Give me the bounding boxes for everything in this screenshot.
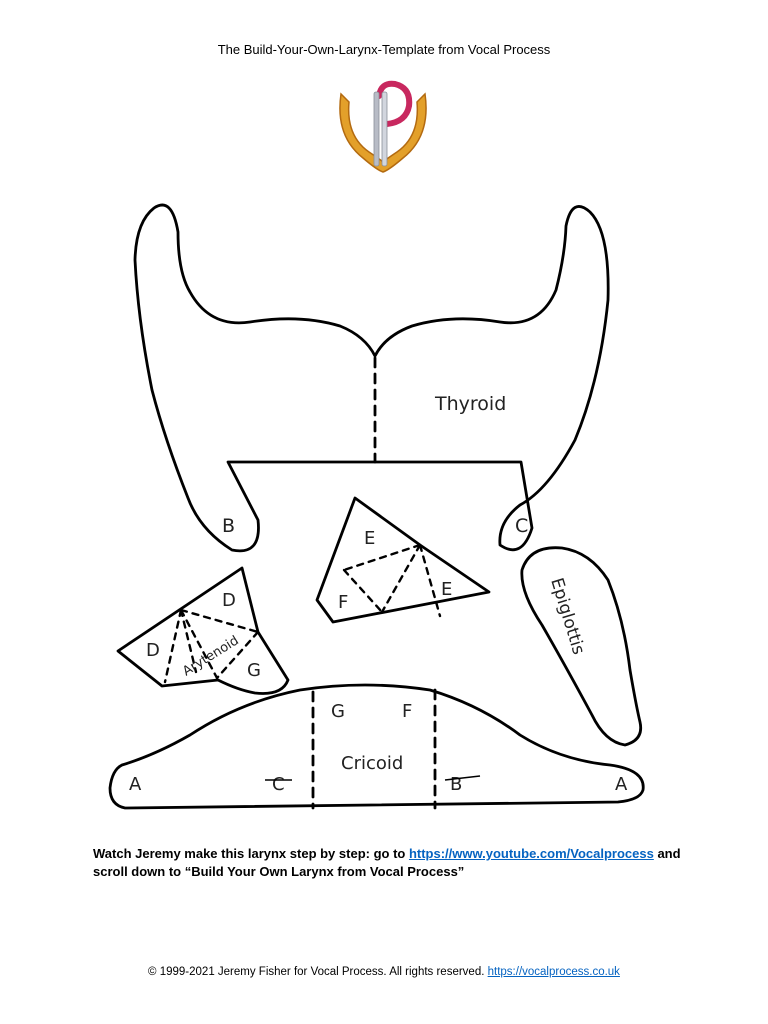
instructions-text-before: Watch Jeremy make this larynx step by st…	[93, 846, 409, 861]
thyroid-tab-b-label: B	[222, 515, 235, 537]
cricoid-label-b: B	[450, 774, 462, 795]
small-piece-fold-lines	[342, 543, 442, 618]
small-piece-label-f: F	[338, 592, 348, 613]
website-link[interactable]: https://vocalprocess.co.uk	[487, 966, 620, 978]
arytenoid-fold-lines	[163, 608, 260, 684]
cricoid-label: Cricoid	[341, 753, 403, 774]
cricoid-label-f: F	[402, 701, 412, 722]
page-header: The Build-Your-Own-Larynx-Template from …	[217, 42, 551, 57]
video-instructions: Watch Jeremy make this larynx step by st…	[93, 845, 693, 881]
thyroid-outline	[133, 203, 610, 553]
thyroid-tab-c-label: C	[515, 515, 528, 537]
small-piece-label-e-right: E	[441, 579, 452, 600]
instructions-text-after: and scroll down to “Build Your Own Laryn…	[93, 846, 681, 879]
arytenoid-label: Arytenoid	[180, 633, 241, 679]
cricoid-outline	[108, 683, 645, 810]
youtube-link[interactable]: https://www.youtube.com/Vocalprocess	[408, 846, 654, 861]
cricoid-b-strike	[444, 775, 481, 781]
logo-pink-loop	[376, 80, 413, 127]
arytenoid-label-g: G	[247, 660, 261, 681]
cricoid-label-a-right: A	[615, 774, 628, 795]
copyright-text: © 1999-2021 Jeremy Fisher for Vocal Proc…	[148, 966, 488, 978]
logo-silver-bar-left	[373, 91, 380, 167]
cricoid-label-a-left: A	[129, 774, 142, 795]
thyroid-label: Thyroid	[434, 393, 506, 415]
arytenoid-label-d-top: D	[222, 590, 236, 611]
vocal-process-logo	[339, 80, 427, 173]
epiglottis-outline	[520, 546, 643, 747]
arytenoid-label-d-left: D	[146, 640, 160, 661]
logo-silver-bar-right	[381, 91, 388, 167]
arytenoid-outline	[116, 566, 290, 695]
cricoid-label-g: G	[331, 701, 345, 722]
cricoid-label-c: C	[272, 774, 285, 795]
small-piece-outline	[315, 496, 491, 624]
small-piece-label-e-top: E	[364, 528, 375, 549]
page-footer: © 1999-2021 Jeremy Fisher for Vocal Proc…	[0, 966, 768, 978]
